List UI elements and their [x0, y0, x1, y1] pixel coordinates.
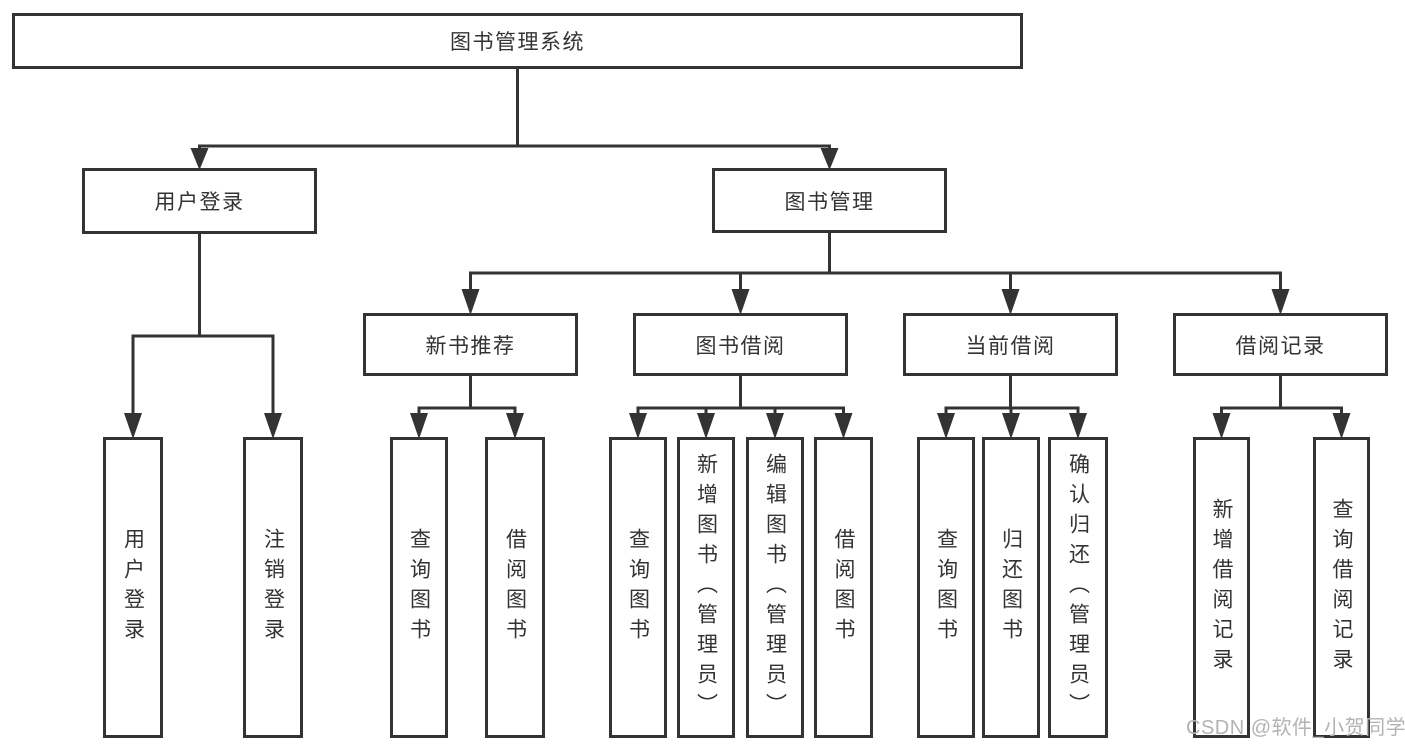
arrowhead-icon	[410, 413, 428, 439]
node-new-book-recommendation: 新书推荐	[363, 313, 578, 376]
node-user-login: 用户登录	[82, 168, 317, 234]
leaf-current-return-books-label: 归还图书	[999, 527, 1023, 648]
leaf-newbook-query-books: 查询图书	[390, 437, 448, 738]
leaf-records-query-borrow-record: 查询借阅记录	[1313, 437, 1370, 738]
leaf-logout: 注销登录	[243, 437, 303, 738]
leaf-current-query-books: 查询图书	[917, 437, 975, 738]
arrowhead-icon	[1069, 413, 1087, 439]
arrowhead-icon	[731, 289, 750, 315]
leaf-borrowing-add-books-admin-label: 新增图书（管理员）	[694, 452, 718, 723]
leaf-newbook-borrow-books-label: 借阅图书	[503, 527, 527, 648]
leaf-newbook-query-books-label: 查询图书	[407, 527, 431, 648]
node-borrowing-records: 借阅记录	[1173, 313, 1388, 376]
leaf-borrowing-query-books: 查询图书	[609, 437, 667, 738]
leaf-records-add-borrow-record-label: 新增借阅记录	[1210, 497, 1233, 678]
leaf-newbook-borrow-books: 借阅图书	[485, 437, 545, 738]
arrowhead-icon	[1001, 289, 1020, 315]
arrowhead-icon	[937, 413, 955, 439]
leaf-borrowing-query-books-label: 查询图书	[626, 527, 650, 648]
arrowhead-icon	[461, 289, 480, 315]
connector-lines	[131, 67, 1343, 417]
leaf-current-confirm-return-admin: 确认归还（管理员）	[1048, 437, 1108, 738]
arrowhead-icon	[506, 413, 524, 439]
node-book-borrowing: 图书借阅	[633, 313, 848, 376]
arrowhead-icon	[1332, 413, 1351, 439]
arrowhead-icon	[1212, 413, 1231, 439]
leaf-current-query-books-label: 查询图书	[934, 527, 958, 648]
arrowhead-icon	[190, 148, 209, 170]
leaf-borrowing-edit-books-admin-label: 编辑图书（管理员）	[763, 452, 787, 723]
leaf-current-return-books: 归还图书	[982, 437, 1040, 738]
arrowhead-icon	[264, 413, 282, 439]
leaf-borrowing-borrow-books: 借阅图书	[814, 437, 873, 738]
leaf-user-login-label: 用户登录	[121, 527, 145, 648]
leaf-borrowing-edit-books-admin: 编辑图书（管理员）	[746, 437, 804, 738]
csdn-watermark: CSDN @软件_小贺同学	[1186, 717, 1405, 739]
leaf-user-login: 用户登录	[103, 437, 163, 738]
leaf-logout-label: 注销登录	[261, 527, 285, 648]
arrowhead-icon	[1271, 289, 1290, 315]
leaf-borrowing-add-books-admin: 新增图书（管理员）	[677, 437, 735, 738]
leaf-records-add-borrow-record: 新增借阅记录	[1193, 437, 1250, 738]
arrowhead-icon	[820, 148, 839, 170]
leaf-current-confirm-return-admin-label: 确认归还（管理员）	[1066, 452, 1090, 723]
arrowhead-icon	[834, 413, 853, 439]
arrowhead-icon	[697, 413, 715, 439]
arrowhead-icon	[1002, 413, 1020, 439]
node-library-management-system: 图书管理系统	[12, 13, 1023, 69]
leaf-records-query-borrow-record-label: 查询借阅记录	[1330, 497, 1353, 678]
node-current-borrowing: 当前借阅	[903, 313, 1118, 376]
node-book-management: 图书管理	[712, 168, 947, 233]
arrowhead-icon	[124, 413, 142, 439]
arrowhead-icon	[629, 413, 647, 439]
arrowhead-icon	[766, 413, 784, 439]
leaf-borrowing-borrow-books-label: 借阅图书	[832, 527, 855, 648]
